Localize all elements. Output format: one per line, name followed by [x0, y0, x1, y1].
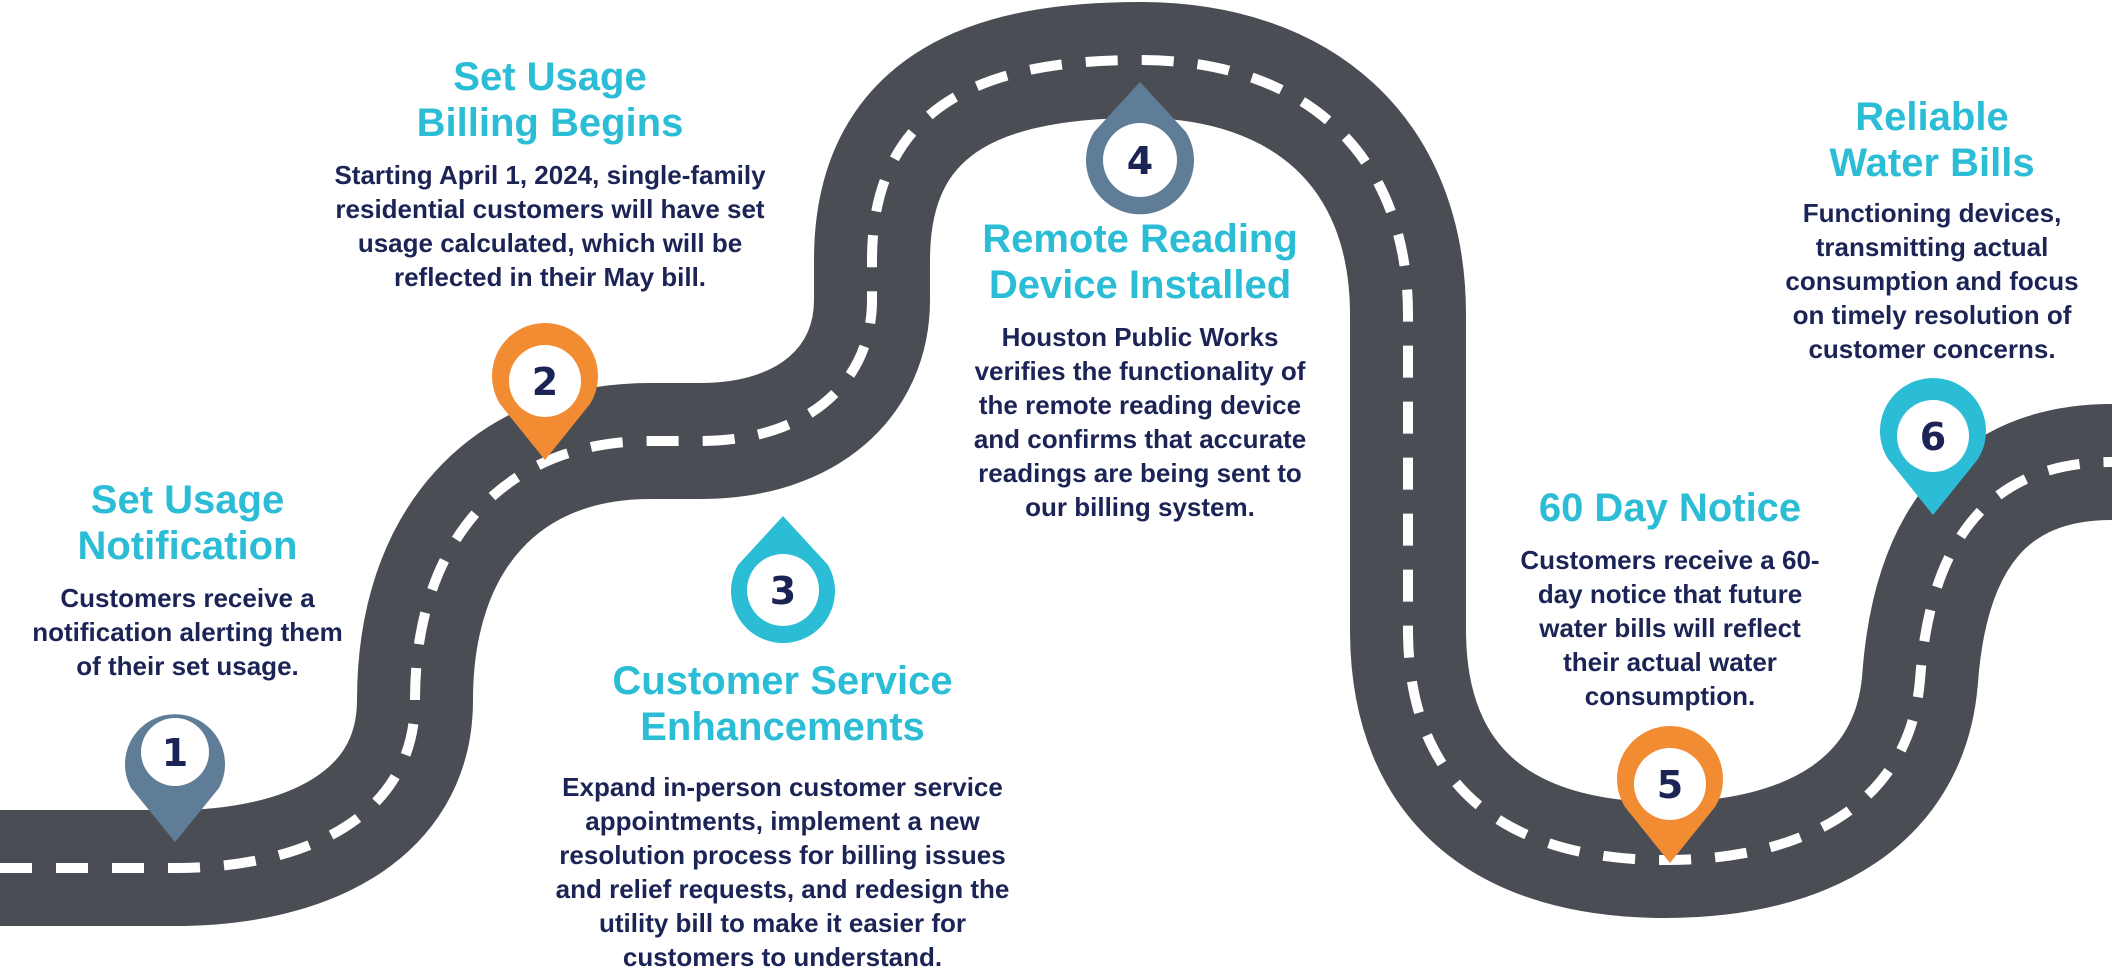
step-6-desc-line5: customer concerns.	[1808, 334, 2056, 364]
step-5: 60 Day Notice Customers receive a 60- da…	[1480, 485, 1860, 713]
pin-2: 2	[492, 323, 598, 460]
step-6-desc-line4: on timely resolution of	[1792, 300, 2072, 330]
step-3-title-line1: Customer Service	[612, 659, 953, 703]
pin-3-number: 3	[770, 569, 796, 613]
step-3-desc-line4: and relief requests, and redesign the	[555, 874, 1010, 904]
step-4: Remote Reading Device Installed Houston …	[910, 216, 1370, 524]
step-2-desc-line3: usage calculated, which will be	[357, 228, 743, 258]
step-3: Customer Service Enhancements Expand in-…	[520, 658, 1045, 974]
step-4-desc-line6: our billing system.	[1025, 492, 1255, 522]
step-2: Set Usage Billing Begins Starting April …	[290, 54, 810, 294]
step-1-desc-line3: of their set usage.	[76, 651, 299, 681]
step-5-desc-line5: consumption.	[1584, 681, 1756, 711]
step-6-desc-line3: consumption and focus	[1785, 266, 2079, 296]
step-5-desc-line3: water bills will reflect	[1539, 613, 1801, 643]
step-4-title-line2: Device Installed	[988, 263, 1292, 307]
pin-5: 5	[1617, 726, 1723, 863]
step-3-desc-line2: appointments, implement a new	[585, 806, 980, 836]
step-3-desc-line3: resolution process for billing issues	[559, 840, 1006, 870]
pin-3: 3	[731, 516, 835, 644]
road-center-dashes	[0, 54, 2112, 873]
step-4-desc-line2: verifies the functionality of	[974, 356, 1306, 386]
step-5-desc-line1: Customers receive a 60-	[1520, 545, 1820, 575]
step-3-title-line2: Enhancements	[640, 705, 925, 749]
step-6: Reliable Water Bills Functioning devices…	[1762, 94, 2102, 366]
pin-6-number: 6	[1920, 415, 1946, 459]
step-6-title-line2: Water Bills	[1829, 141, 2035, 185]
step-5-desc-line2: day notice that future	[1537, 579, 1803, 609]
step-2-title-line2: Billing Begins	[416, 101, 684, 145]
step-4-desc-line4: and confirms that accurate	[973, 424, 1307, 454]
step-4-desc-line3: the remote reading device	[978, 390, 1302, 420]
pin-5-number: 5	[1657, 763, 1683, 807]
step-1-desc-line2: notification alerting them	[32, 617, 343, 647]
step-2-desc-line1: Starting April 1, 2024, single-family	[334, 160, 766, 190]
step-1-title-line2: Notification	[77, 524, 298, 568]
step-4-title-line1: Remote Reading	[982, 217, 1298, 261]
step-4-desc-line1: Houston Public Works	[1001, 322, 1279, 352]
step-3-desc-line1: Expand in-person customer service	[562, 772, 1003, 802]
pin-2-number: 2	[532, 360, 558, 404]
step-6-desc-line2: transmitting actual	[1815, 232, 2049, 262]
step-3-desc-line5: utility bill to make it easier for	[599, 908, 966, 938]
step-2-title-line1: Set Usage	[453, 55, 647, 99]
step-1-desc-line1: Customers receive a	[60, 583, 315, 613]
step-1: Set Usage Notification Customers receive…	[5, 477, 370, 683]
step-6-title-line1: Reliable	[1855, 95, 2009, 139]
step-3-desc-line6: customers to understand.	[622, 942, 943, 972]
pin-1: 1	[125, 714, 225, 842]
step-2-desc-line2: residential customers will have set	[335, 194, 765, 224]
step-5-title: 60 Day Notice	[1538, 486, 1802, 530]
step-6-desc-line1: Functioning devices,	[1802, 198, 2062, 228]
pin-4: 4	[1086, 82, 1194, 215]
step-2-desc-line4: reflected in their May bill.	[393, 262, 707, 292]
pin-4-number: 4	[1127, 139, 1153, 183]
pin-6: 6	[1880, 378, 1986, 515]
step-1-title-line1: Set Usage	[90, 478, 285, 522]
pin-1-number: 1	[162, 731, 188, 775]
step-5-desc-line4: their actual water	[1563, 647, 1777, 677]
step-4-desc-line5: readings are being sent to	[978, 458, 1302, 488]
